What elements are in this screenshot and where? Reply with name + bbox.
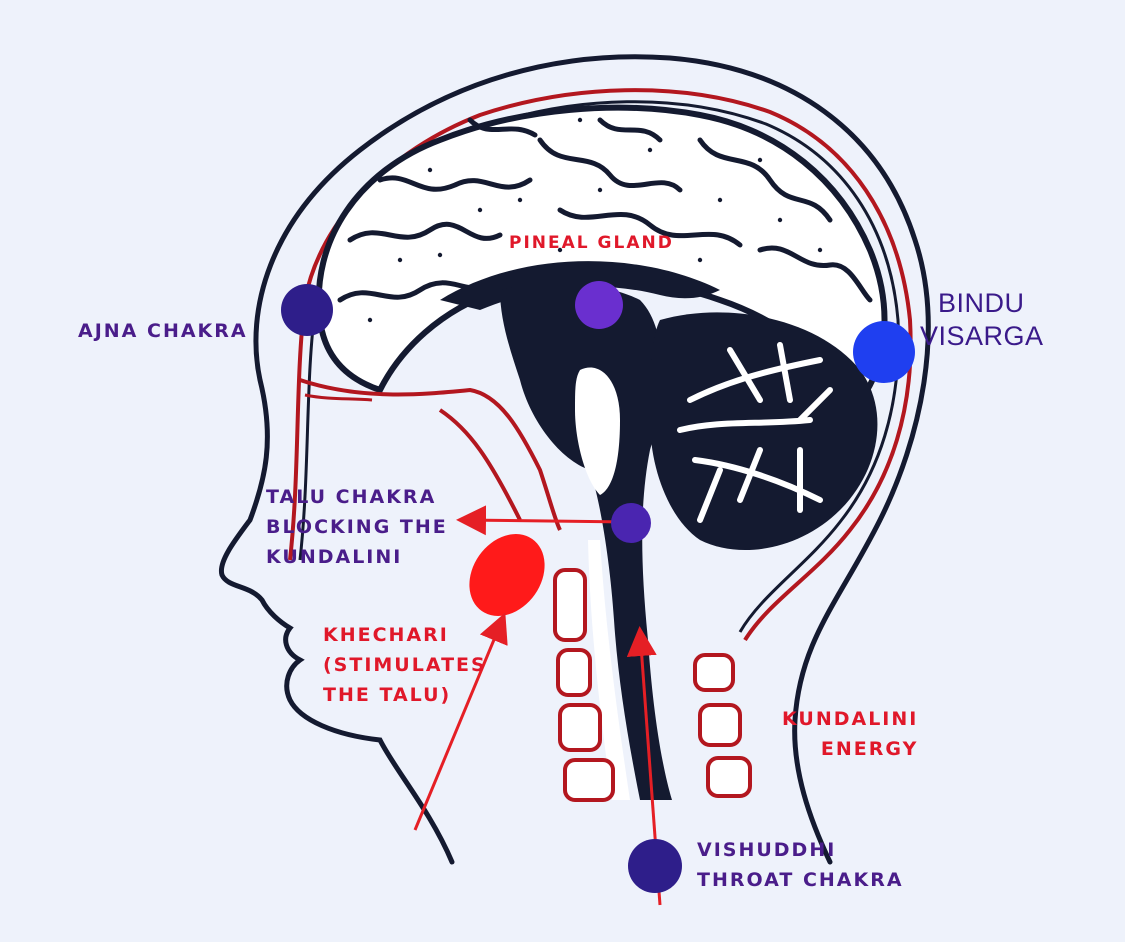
khechari-label: KHECHARI (STIMULATES THE TALU) [323, 620, 487, 710]
vishuddhi-line-1: VISHUDDHI [697, 839, 837, 861]
vishuddhi-line-2: THROAT CHAKRA [697, 869, 904, 891]
cerebellum [650, 312, 878, 550]
soft-palate [469, 534, 545, 616]
khechari-line-1: KHECHARI [323, 624, 449, 646]
kundalini-line-2: ENERGY [820, 738, 919, 760]
talu-chakra-dot[interactable] [611, 503, 651, 543]
bindu-line-2: VISARGA [920, 321, 1044, 351]
nasal-cavity [299, 378, 562, 531]
pineal-gland-text: PINEAL GLAND [509, 233, 674, 253]
kundalini-energy-label: KUNDALINI ENERGY [782, 704, 918, 764]
bindu-line-1: BINDU [938, 288, 1025, 318]
talu-line-3: KUNDALINI [266, 546, 403, 568]
talu-line-2: BLOCKING THE [266, 516, 448, 538]
pineal-gland-dot[interactable] [575, 281, 623, 329]
bindu-visarga-dot[interactable] [853, 321, 915, 383]
khechari-arrow [413, 612, 508, 831]
ajna-chakra-dot[interactable] [281, 284, 333, 336]
talu-line-1: TALU CHAKRA [266, 486, 437, 508]
khechari-line-3: THE TALU) [323, 684, 452, 706]
brainstem [500, 283, 672, 800]
bindu-visarga-label: BINDU VISARGA [920, 287, 1044, 353]
khechari-line-2: (STIMULATES [323, 654, 487, 676]
kundalini-line-1: KUNDALINI [782, 708, 919, 730]
cervical-vertebrae [553, 568, 752, 802]
talu-arrow [456, 505, 631, 536]
vishuddhi-label: VISHUDDHI THROAT CHAKRA [697, 835, 904, 895]
ajna-chakra-text: AJNA CHAKRA [78, 320, 248, 342]
pineal-gland-label: PINEAL GLAND [509, 228, 674, 258]
ajna-chakra-label: AJNA CHAKRA [78, 316, 248, 346]
vishuddhi-chakra-dot[interactable] [628, 839, 682, 893]
talu-chakra-label: TALU CHAKRA BLOCKING THE KUNDALINI [266, 482, 448, 572]
